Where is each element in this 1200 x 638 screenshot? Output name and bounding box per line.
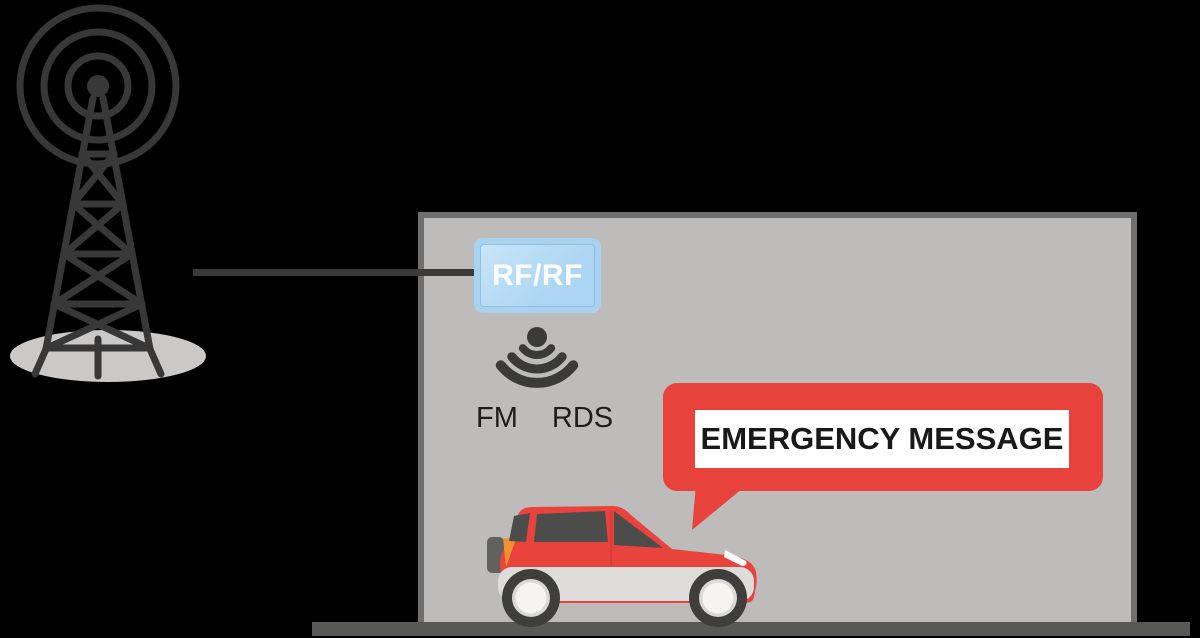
rf-repeater-box: RF/RF [474,238,601,313]
broadcast-signal-icon [495,327,579,388]
car-windows [509,511,663,548]
radio-labels: FM RDS [476,404,613,433]
emergency-message-text: EMERGENCY MESSAGE [695,410,1069,468]
rds-label: RDS [551,402,614,434]
car-headlight [724,550,747,566]
car-illustration [487,506,757,627]
fm-label: FM [476,402,518,434]
speech-bubble-tail [692,484,748,530]
car-wheels [502,569,747,627]
radio-broadcast-tower-icon [10,4,206,382]
rf-repeater-label: RF/RF [480,244,595,307]
speech-bubble: EMERGENCY MESSAGE [663,383,1103,491]
antenna-feed-line [193,269,475,276]
car-taillight [503,538,516,567]
car-rear-bumper [487,537,504,573]
